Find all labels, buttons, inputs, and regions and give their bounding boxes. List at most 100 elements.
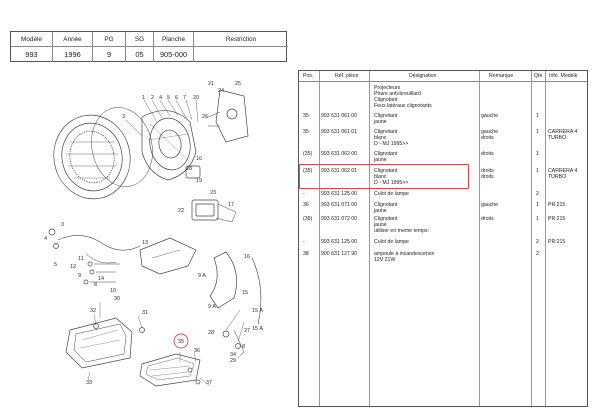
callout-1: 1 — [142, 95, 145, 101]
cell-designation: Culot de lampe — [374, 191, 409, 197]
col-remarque: Remarque — [489, 73, 514, 79]
callout-15a-1: 15 A — [252, 308, 263, 314]
callout-6: 6 — [175, 95, 178, 101]
cell-ref: 993 631 062 00 — [321, 151, 358, 157]
col-qte: Qté — [534, 73, 543, 79]
cell-pos: (36) — [303, 216, 313, 222]
callout-15a-2: 15 A — [252, 326, 263, 332]
header-label-pg: PG — [93, 32, 126, 46]
callout-4: 4 — [159, 95, 162, 101]
cell-qte: 2 — [536, 251, 539, 257]
highlight-row-box — [299, 164, 469, 189]
header-label-sg: SG — [126, 32, 154, 46]
header-value-annee: 1996 — [53, 46, 93, 62]
cell-ref: 993 631 125 00 — [321, 239, 358, 245]
col-designation: Désignation — [409, 73, 437, 79]
cell-info: PR:215 — [548, 202, 566, 208]
cell-ref: 900 631 127 90 — [321, 251, 358, 257]
cell-qte: 1 — [536, 151, 539, 157]
highlight-callout-circle — [173, 333, 189, 349]
cell-remarque: droits — [481, 151, 494, 157]
cell-qte: 1 — [536, 168, 539, 174]
cell-ref: 993 631 061 00 — [321, 113, 358, 119]
callout-32: 32 — [90, 308, 96, 314]
callout-34: 34 — [230, 352, 236, 358]
cell-info: PR:215 — [548, 239, 566, 245]
callout-19: 19 — [196, 178, 202, 184]
callout-27: 27 — [244, 328, 250, 334]
cell-ref: 993 631 071 00 — [321, 202, 358, 208]
header-value-pg: 9 — [93, 46, 126, 62]
callout-7: 7 — [183, 95, 186, 101]
cell-ref: 993 631 125 00 — [321, 191, 358, 197]
callout-5b: 5 — [54, 262, 57, 268]
callout-22: 22 — [178, 208, 184, 214]
callout-15: 15 — [242, 290, 248, 296]
col-pos: Pos. — [303, 73, 314, 79]
callout-28: 28 — [208, 330, 214, 336]
cell-pos: 35 — [303, 129, 309, 135]
cell-pos: (35) — [303, 168, 313, 174]
callout-23: 23 — [210, 190, 216, 196]
cell-remarque: gauche — [481, 202, 499, 208]
cell-remarque: gauche — [481, 113, 499, 119]
cell-qte: 1 — [536, 202, 539, 208]
callout-3b: 3 — [61, 222, 64, 228]
cell-qte: 1 — [536, 216, 539, 222]
cell-ref: 993 631 061 01 — [321, 129, 358, 135]
callout-18: 18 — [186, 166, 192, 172]
callout-9: 9 — [78, 273, 81, 279]
cell-pos: 35 — [303, 113, 309, 119]
header-value-planche: 905-000 — [154, 46, 194, 62]
cell-pos: - — [303, 239, 305, 245]
callout-16b: 16 — [244, 254, 250, 260]
callout-8: 8 — [94, 282, 97, 288]
cell-qte: 2 — [536, 191, 539, 197]
col-ref: Réf. pièce — [335, 73, 359, 79]
callout-9a-1: 9 A — [198, 273, 206, 279]
callout-36: 36 — [194, 348, 200, 354]
header-table: Modèle Année PG SG Planche Restriction 9… — [10, 31, 288, 62]
callout-10: 10 — [110, 288, 116, 294]
callout-25: 25 — [235, 81, 241, 87]
callout-9a-2: 9 A — [208, 304, 216, 310]
cell-qte: 1 — [536, 129, 539, 135]
callout-2: 2 — [151, 95, 154, 101]
callout-11: 11 — [78, 256, 84, 262]
header-label-modele: Modèle — [11, 32, 53, 46]
header-label-restriction: Restriction — [225, 35, 257, 43]
callout-5: 5 — [167, 95, 170, 101]
callout-8b: 8 — [242, 344, 245, 350]
parts-table-header: Pos. Réf. pièce Désignation Remarque Qté… — [299, 71, 587, 82]
header-value-sg: 05 — [126, 46, 154, 62]
cell-ref: 993 631 062 01 — [321, 168, 358, 174]
parts-table: Pos. Réf. pièce Désignation Remarque Qté… — [298, 70, 588, 407]
callout-3: 3 — [122, 114, 125, 120]
cell-remarque: droits — [481, 216, 494, 222]
callout-20: 20 — [193, 95, 199, 101]
header-value-restriction — [194, 46, 288, 62]
header-label-planche: Planche — [154, 32, 194, 46]
callout-30: 30 — [114, 296, 120, 302]
callout-21: 21 — [208, 81, 214, 87]
callout-4b: 4 — [44, 236, 47, 242]
cell-ref: 993 631 072 00 — [321, 216, 358, 222]
callout-12: 12 — [70, 264, 76, 270]
cell-pos: 36 — [303, 202, 309, 208]
callout-24: 24 — [218, 88, 224, 94]
exploded-parts-drawing: 1 2 3 4 5 6 7 20 21 22 23 24 25 26 16 18… — [44, 81, 263, 387]
cell-pos: 38 — [303, 251, 309, 257]
callout-29: 29 — [230, 358, 236, 364]
cell-qte: 1 — [536, 113, 539, 119]
header-value-modele: 993 — [11, 46, 53, 62]
callout-35: 35 — [178, 339, 184, 345]
